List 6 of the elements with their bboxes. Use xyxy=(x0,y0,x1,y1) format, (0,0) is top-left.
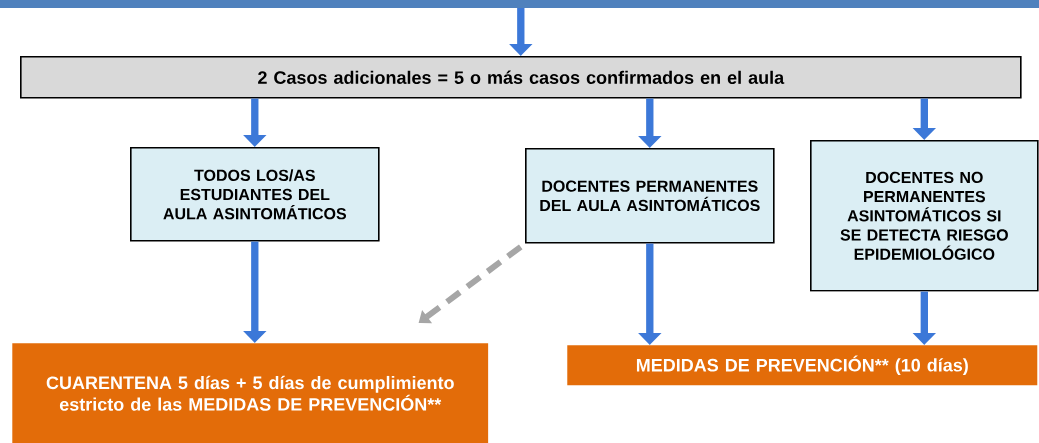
process-box: 2 Casos adicionales = 5 o más casos confirmados en el aula xyxy=(20,56,1022,99)
group-box: DOCENTES NO PERMANENTES ASINTOMÁTICOS SI SE DETECTA RIESGO EPIDEMIOLÓGICO xyxy=(810,140,1039,292)
result-box: CUARENTENA 5 días + 5 días de cumplimiento estricto de las MEDIDAS DE PREVENCIÓN** xyxy=(12,343,489,443)
result-box: MEDIDAS DE PREVENCIÓN** (10 días) xyxy=(567,345,1038,386)
group-box: DOCENTES PERMANENTES DEL AULA ASINTOMÁTICOS xyxy=(525,148,775,244)
group-box: TODOS LOS/AS ESTUDIANTES DEL AULA ASINTOMÁTICOS xyxy=(130,147,380,242)
